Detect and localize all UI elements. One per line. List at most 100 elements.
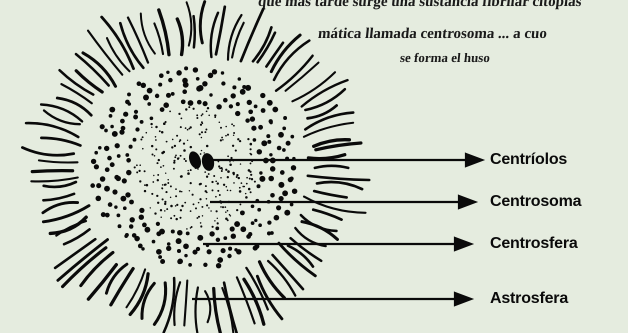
centrosphere-dot [238, 77, 242, 81]
centrosome-stipple-dot [204, 131, 206, 133]
centrosome-stipple-dot [185, 127, 187, 129]
centrosphere-dot [212, 69, 217, 74]
centrosome-stipple-dot [220, 127, 222, 129]
centrosome-stipple-dot [233, 132, 235, 134]
centrosome-stipple-dot [212, 189, 214, 191]
arrowhead-centriolos [466, 154, 482, 166]
centrosphere-dot [240, 210, 245, 215]
centrosome-stipple-dot [177, 158, 179, 160]
arrowhead-centrosoma [459, 196, 475, 208]
centrosome-stipple-dot [235, 150, 237, 152]
centrosome-stipple-dot [144, 170, 146, 172]
label-astrosfera: Astrosfera [490, 290, 568, 308]
centrosome-stipple-dot [175, 188, 177, 190]
centrosphere-dot [135, 127, 139, 131]
centrosome-stipple-dot [202, 215, 203, 216]
centrosphere-dot [232, 85, 236, 89]
centrosome-stipple-dot [249, 178, 251, 180]
centriole-left [187, 150, 203, 171]
centrosome-stipple-dot [152, 181, 154, 183]
centrosome-stipple-dot [232, 145, 234, 147]
centrosphere-dot [267, 231, 271, 235]
centrosome-stipple-dot [162, 188, 164, 190]
centrosome-stipple-dot [238, 177, 240, 179]
centrosphere-dot [197, 235, 203, 241]
centriole-right [200, 152, 215, 172]
centrosphere-dot [231, 234, 236, 239]
centrosome-stipple-dot [155, 136, 157, 138]
centrosphere-dot [215, 227, 219, 231]
centrosome-stipple-dot [166, 141, 168, 143]
centrosome-stipple-dot [146, 132, 148, 134]
centrosome-stipple-dot [160, 166, 162, 168]
centrosphere-dot [223, 98, 228, 103]
astral-ray [315, 166, 348, 168]
centrosome-stipple-dot [180, 117, 182, 119]
centrosphere-dot [114, 205, 117, 208]
centrosome-stipple-dot [239, 190, 242, 193]
centrosphere-dot [129, 145, 133, 149]
centrosphere-dot [288, 177, 293, 182]
centrosphere-dot [147, 88, 153, 94]
centrosome-stipple-dot [190, 146, 192, 148]
astral-ray [159, 10, 169, 55]
centrosome-stipple-dot [136, 171, 138, 173]
centrosphere-dot [203, 263, 207, 267]
centrosome-stipple-dot [151, 127, 152, 128]
centrosome-stipple-dot [205, 185, 207, 187]
centrosome-stipple-dot [200, 124, 202, 126]
centrosphere-dot [284, 210, 290, 216]
centrosome-stipple-dot [155, 148, 157, 150]
centrosphere-dot [177, 249, 181, 253]
centrosome-stipple-dot [206, 110, 208, 112]
centrosphere-dot [261, 140, 267, 146]
centrosphere-dot [251, 221, 255, 225]
centrosphere-dot [254, 219, 257, 222]
centrosphere-dot [108, 202, 113, 207]
centrosome-stipple-dot [181, 205, 183, 207]
centrosphere-dot [245, 85, 251, 91]
centrosome-stipple-dot [220, 167, 222, 169]
centrosphere-dot [234, 221, 240, 227]
centrosphere-dot [286, 141, 291, 146]
centrosome-stipple-dot [202, 123, 204, 125]
centrosome-stipple-dot [217, 218, 218, 219]
centrosphere-dot [139, 208, 144, 213]
centrosphere-dot [228, 247, 232, 251]
centrosome-stipple-dot [151, 193, 153, 195]
centrosphere-dot [166, 246, 171, 251]
centrosome-stipple-dot [229, 214, 231, 216]
centrosome-stipple-dot [176, 204, 178, 206]
centrosphere-dot [245, 118, 249, 122]
centrosphere-dot [208, 73, 213, 78]
centrosome-stipple-dot [172, 139, 174, 141]
centrosome-stipple-dot [220, 139, 222, 141]
centrosphere-dot [278, 132, 284, 138]
centrosphere-dot [91, 159, 96, 164]
centrosphere-dot [107, 156, 112, 161]
centrosome-stipple-dot [144, 190, 146, 192]
centrosome-stipple-dot [153, 175, 154, 176]
centrosphere-dot [125, 233, 129, 237]
centrosphere-dot [216, 238, 220, 242]
centrosome-stipple-dot [204, 171, 206, 173]
centrosphere-dot [188, 100, 194, 106]
centrosome-stipple-dot [221, 137, 223, 139]
centrosome-stipple-dot [222, 139, 224, 141]
centrosphere-dot [110, 125, 114, 129]
centrosome-stipple-dot [201, 150, 202, 151]
centrosphere-dot [221, 81, 225, 85]
centrosphere-dot [177, 259, 183, 265]
centrosphere-dot [269, 121, 272, 124]
centrosphere-dot [104, 129, 108, 133]
centrosome-stipple-dot [173, 168, 175, 170]
centrosphere-dot [221, 248, 226, 253]
centrosphere-dot [186, 231, 190, 235]
centrosome-stipple-dot [236, 176, 238, 178]
centrosphere-dot [184, 66, 188, 70]
centrosphere-dot [257, 149, 262, 154]
centrosome-stipple-dot [167, 179, 168, 180]
centrosome-stipple-dot [245, 193, 246, 194]
centrosome-stipple-dot [217, 222, 219, 224]
centrosome-stipple-dot [214, 114, 216, 116]
